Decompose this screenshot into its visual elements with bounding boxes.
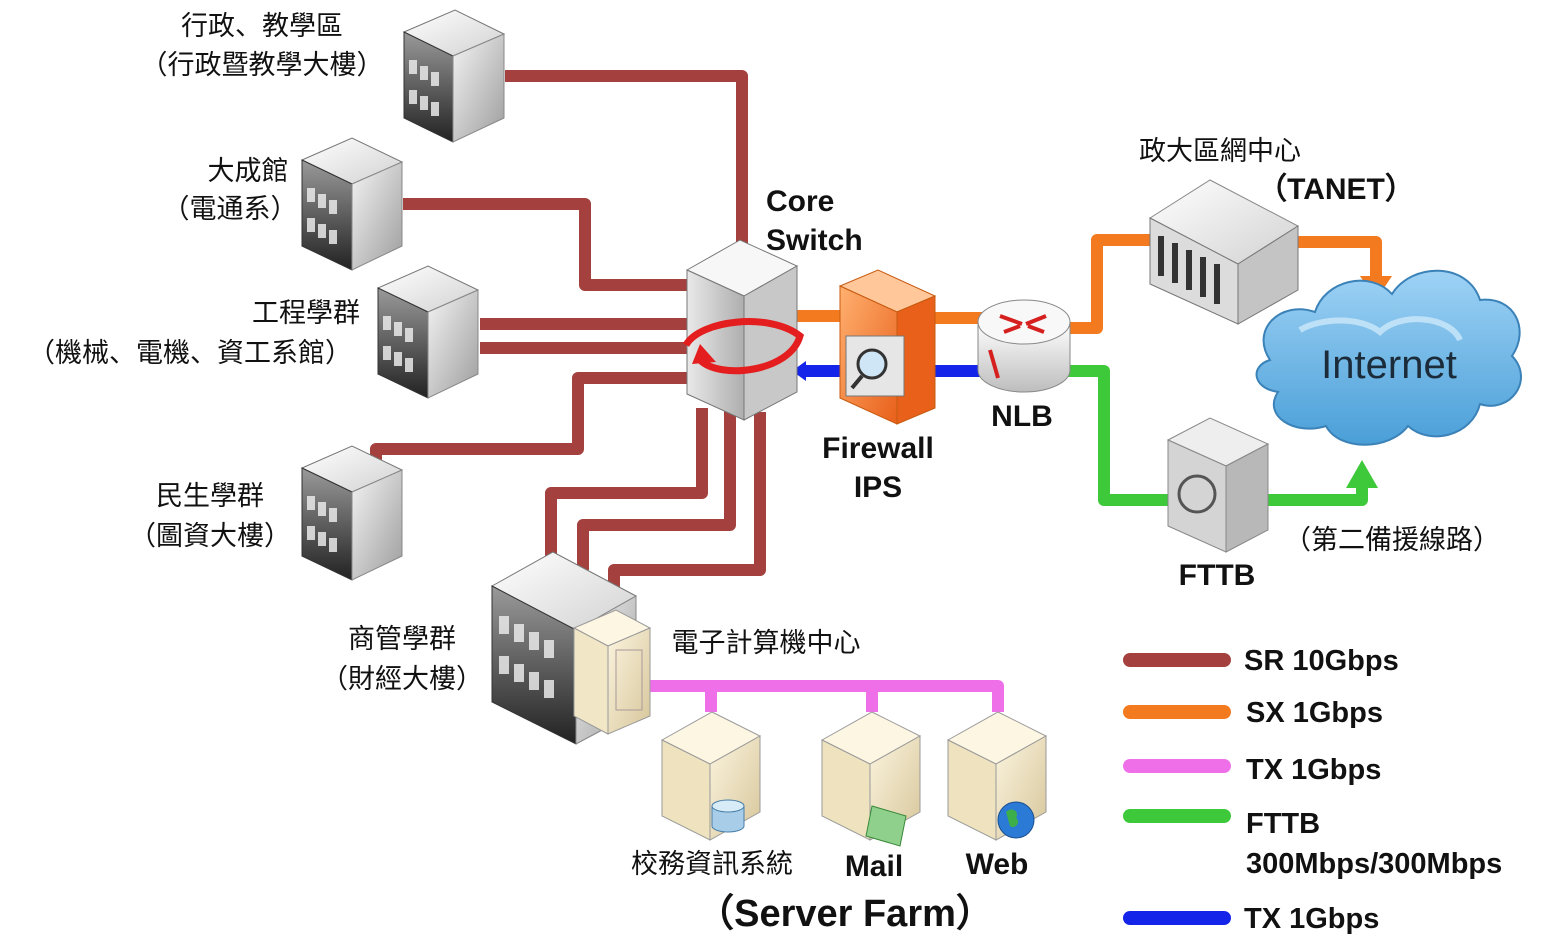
core-switch-label-1: Core (766, 185, 834, 218)
internet-cloud-icon (1255, 269, 1522, 446)
business-sublabel: （財經大樓） (321, 664, 483, 695)
link-server-farm (650, 680, 1004, 712)
fttb-device-icon (1166, 417, 1270, 553)
link-computer-center (608, 412, 766, 620)
engineering-sublabel: （機械、電機、資工系館） (28, 338, 352, 369)
server-1-label: 校務資訊系統 (631, 849, 793, 880)
link-dacheng (403, 198, 690, 291)
firewall-icon (838, 269, 937, 425)
server-2-label: Mail (845, 850, 903, 883)
tanet-label: 政大區網中心 (1139, 136, 1301, 167)
link-nlb-tanet (1065, 234, 1150, 334)
link-nlb-fttb (1065, 365, 1170, 506)
blue-arrow (792, 361, 806, 381)
link-minsheng (370, 372, 690, 465)
admin-sublabel: （行政暨教學大樓） (141, 50, 384, 81)
legend-label-fttb: FTTB (1246, 808, 1320, 840)
link-admin (505, 70, 748, 265)
engineering-label: 工程學群 (252, 298, 360, 329)
building-engineering (376, 265, 480, 399)
firewall-label-1: Firewall (822, 432, 934, 465)
server-3-label: Web (966, 848, 1029, 881)
tanet-building-icon (1149, 179, 1299, 325)
legend-label-sr: SR 10Gbps (1244, 645, 1399, 677)
link-fttb-internet (1265, 486, 1368, 506)
fttb-note: （第二備援線路） (1284, 525, 1500, 556)
firewall-label-2: IPS (854, 471, 902, 504)
server-3-icon (946, 711, 1048, 841)
internet-label: Internet (1321, 343, 1457, 387)
link-tanet-internet (1298, 236, 1382, 278)
nlb-label: NLB (991, 400, 1053, 433)
computer-center-icon (572, 609, 652, 735)
core-switch-label-2: Switch (766, 224, 863, 257)
server-2-icon (820, 711, 922, 847)
minsheng-label: 民生學群 (156, 481, 264, 512)
fttb-label: FTTB (1179, 559, 1256, 592)
dacheng-label: 大成館 (208, 156, 289, 187)
sr-links (370, 70, 766, 620)
building-minsheng (300, 445, 404, 581)
dacheng-sublabel: （電通系） (163, 194, 298, 225)
computer-center-label: 電子計算機中心 (672, 628, 861, 659)
legend: SR 10Gbps SX 1Gbps TX 1Gbps FTTB 300Mbps… (1123, 645, 1502, 934)
admin-label: 行政、教學區 (181, 11, 343, 42)
core-switch-icon (682, 239, 804, 421)
server-farm-label: （Server Farm） (696, 893, 994, 934)
legend-label-tx: TX 1Gbps (1246, 754, 1381, 786)
nlb-router-icon (977, 299, 1071, 393)
link-business-1 (545, 408, 708, 560)
building-dacheng (300, 137, 404, 271)
legend-label-fttb-speed: 300Mbps/300Mbps (1246, 848, 1502, 880)
building-admin (402, 9, 506, 143)
legend-label-blue: TX 1Gbps (1244, 903, 1379, 934)
link-business-2 (577, 410, 736, 570)
fttb-arrow (1346, 460, 1378, 488)
business-label: 商管學群 (348, 624, 456, 655)
legend-label-sx: SX 1Gbps (1246, 697, 1383, 729)
minsheng-sublabel: （圖資大樓） (129, 521, 291, 552)
tanet-sublabel: （TANET） (1257, 172, 1415, 206)
server-1-icon (660, 711, 762, 841)
